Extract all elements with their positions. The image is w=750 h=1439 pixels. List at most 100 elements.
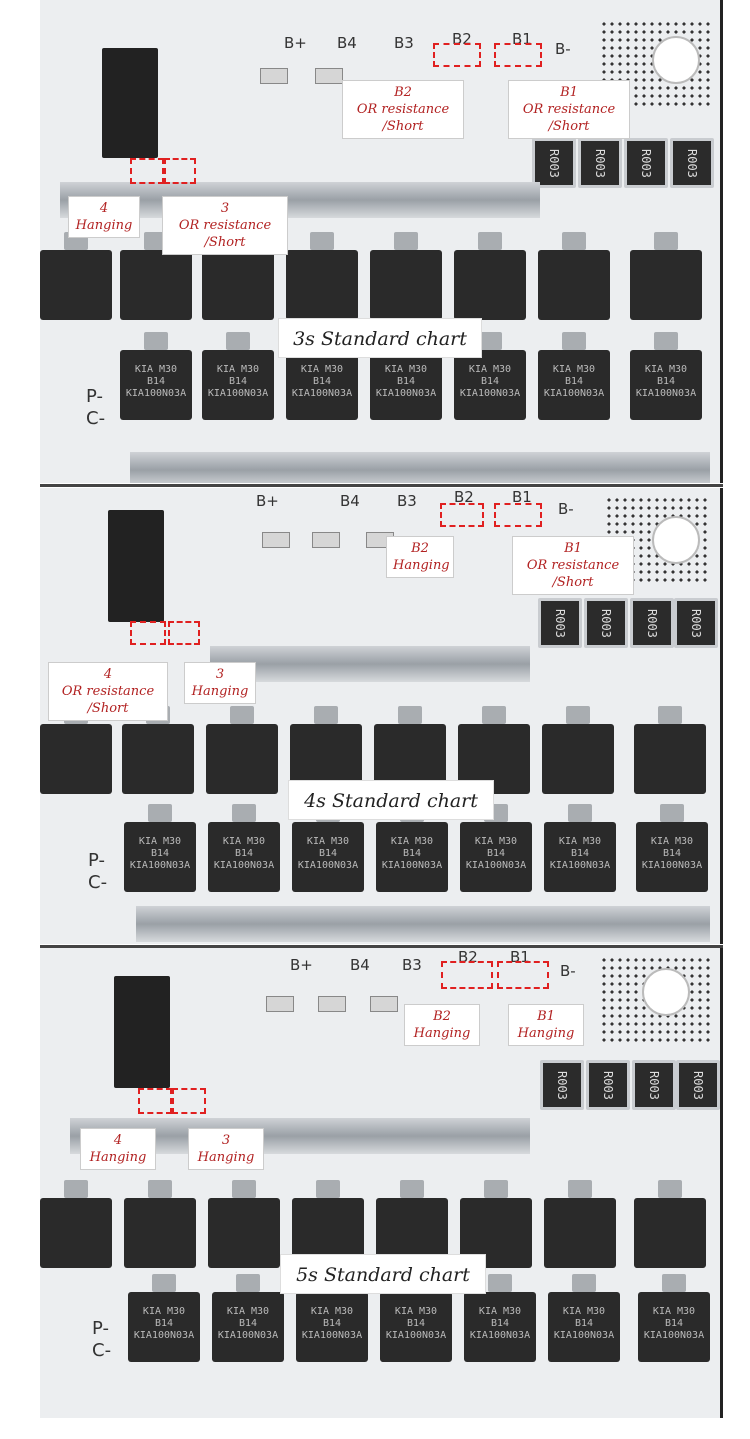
resistor-151	[266, 996, 294, 1012]
label-b3: B3	[402, 956, 422, 974]
resistor-151	[370, 996, 398, 1012]
mosfet	[286, 232, 358, 320]
solder-strip	[130, 452, 710, 483]
label-b4: B4	[350, 956, 370, 974]
chart-title-3s: 3s Standard chart	[278, 318, 482, 358]
control-ic	[114, 976, 170, 1088]
mosfet	[542, 706, 614, 794]
highlight-pad-4	[130, 621, 166, 645]
shunt-resistor: R003	[586, 1060, 630, 1110]
shunt-resistor: R003	[538, 598, 582, 648]
mounting-hole	[652, 516, 700, 564]
label-b1: B1	[512, 488, 532, 506]
control-ic	[102, 48, 158, 158]
shunt-resistor: R003	[676, 1060, 720, 1110]
resistor-151	[315, 68, 343, 84]
mosfet	[634, 706, 706, 794]
mosfet	[40, 1180, 112, 1268]
mosfet	[208, 1180, 280, 1268]
mosfet	[454, 232, 526, 320]
solder-strip	[60, 182, 540, 218]
shunt-resistor: R003	[584, 598, 628, 648]
highlight-pad-3	[168, 621, 200, 645]
shunt-resistor: R003	[532, 138, 576, 188]
mounting-hole	[642, 968, 690, 1016]
mosfet	[202, 232, 274, 320]
shunt-resistor: R003	[578, 138, 622, 188]
mosfet	[370, 232, 442, 320]
solder-strip	[136, 906, 710, 942]
board-photo-5s: B+ B4 B3 B2 B1 B- R003 R003 R003 R003 KI…	[40, 948, 723, 1418]
label-pminus: P-	[92, 1318, 109, 1339]
mosfet	[40, 706, 112, 794]
label-bminus: B-	[555, 40, 571, 58]
highlight-b1-pad	[494, 503, 542, 527]
solder-strip	[210, 646, 530, 682]
mosfet	[630, 232, 702, 320]
mounting-hole	[652, 36, 700, 84]
label-b4: B4	[340, 492, 360, 510]
label-b4: B4	[337, 34, 357, 52]
label-b3: B3	[397, 492, 417, 510]
board-photo-3s: B+ B4 B3 B2 B1 B- R003 R003 R003 R003 KI…	[40, 0, 723, 483]
mosfet	[538, 232, 610, 320]
mosfet	[120, 232, 192, 320]
highlight-pad-4	[138, 1088, 172, 1114]
label-pminus: P-	[88, 850, 105, 871]
highlight-b2-pad	[441, 961, 493, 989]
label-cminus: C-	[88, 872, 108, 893]
highlight-pad-3	[172, 1088, 206, 1114]
label-bplus: B+	[284, 34, 307, 52]
label-pminus: P-	[86, 386, 103, 407]
shunt-resistor: R003	[632, 1060, 676, 1110]
label-bminus: B-	[558, 500, 574, 518]
mosfet	[544, 1180, 616, 1268]
label-bplus: B+	[256, 492, 279, 510]
label-b3: B3	[394, 34, 414, 52]
chart-title-4s: 4s Standard chart	[288, 780, 494, 820]
label-cminus: C-	[92, 1340, 112, 1361]
chart-title-5s: 5s Standard chart	[280, 1254, 486, 1294]
panel-separator	[40, 484, 723, 487]
highlight-b1-pad	[497, 961, 549, 989]
mosfet	[40, 232, 112, 320]
highlight-b2-pad	[433, 43, 481, 67]
shunt-resistor: R003	[670, 138, 714, 188]
label-bplus: B+	[290, 956, 313, 974]
resistor-151	[262, 532, 290, 548]
highlight-b1-pad	[494, 43, 542, 67]
highlight-b2-pad	[440, 503, 484, 527]
highlight-pad-3	[164, 158, 196, 184]
shunt-resistor: R003	[630, 598, 674, 648]
label-cminus: C-	[86, 408, 106, 429]
resistor-151	[318, 996, 346, 1012]
